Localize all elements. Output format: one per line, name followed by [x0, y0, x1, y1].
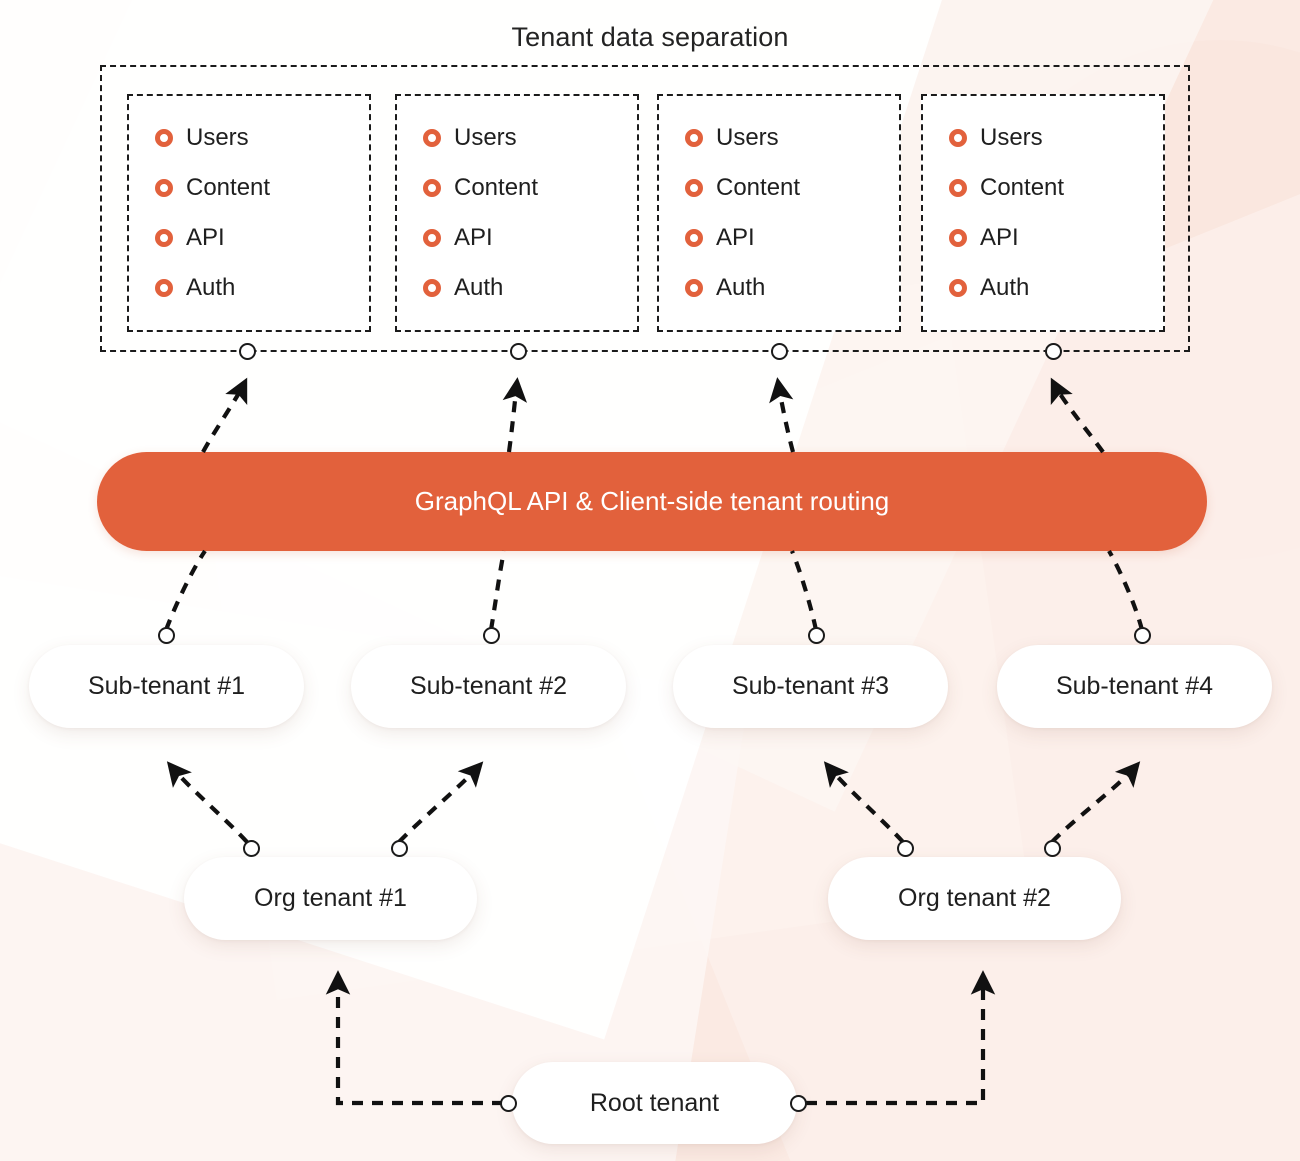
tenant-item-label: API — [980, 224, 1019, 251]
tenant-item-auth: Auth — [155, 274, 235, 302]
routing-bar-label: GraphQL API & Client-side tenant routing — [414, 486, 890, 516]
tenant-item-content: Content — [423, 174, 538, 202]
connector-dot-sub-tenant-4[interactable] — [1134, 627, 1151, 644]
tenant-item-label: Content — [716, 174, 801, 201]
connector-dot-sub-tenant-3[interactable] — [808, 627, 825, 644]
tenant-item-api: API — [155, 224, 225, 252]
connector-dot-tenant-1[interactable] — [239, 343, 256, 360]
tenant-item-api: API — [685, 224, 755, 252]
donut-bullet-icon — [423, 129, 441, 147]
donut-bullet-icon — [685, 229, 703, 247]
tenant-item-auth: Auth — [685, 274, 765, 302]
node-label: Root tenant — [589, 1088, 720, 1117]
donut-bullet-icon — [423, 229, 441, 247]
node-label: Sub-tenant #2 — [409, 672, 568, 700]
tenant-box-1[interactable]: Users Content API Auth — [127, 94, 371, 332]
node-label: Org tenant #1 — [254, 884, 407, 912]
donut-bullet-icon — [155, 129, 173, 147]
connector-dot-sub-tenant-2[interactable] — [483, 627, 500, 644]
node-sub-tenant-3[interactable]: Sub-tenant #3 — [673, 645, 948, 728]
donut-bullet-icon — [423, 179, 441, 197]
tenant-item-label: Auth — [454, 274, 504, 301]
connector-dot-tenant-4[interactable] — [1045, 343, 1062, 360]
node-sub-tenant-1[interactable]: Sub-tenant #1 — [29, 645, 304, 728]
tenant-separation-container — [100, 65, 1190, 352]
tenant-item-users: Users — [423, 124, 517, 152]
page-title: Tenant data separation — [511, 22, 789, 52]
connector-dot-tenant-2[interactable] — [510, 343, 527, 360]
donut-bullet-icon — [155, 229, 173, 247]
connector-dot-org-tenant-1-left[interactable] — [243, 840, 260, 857]
connector-dot-root-tenant-right[interactable] — [790, 1095, 807, 1112]
node-root-tenant[interactable]: Root tenant — [512, 1062, 797, 1144]
tenant-item-label: Users — [186, 124, 249, 151]
node-label: Sub-tenant #4 — [1055, 672, 1214, 700]
tenant-item-api: API — [949, 224, 1019, 252]
donut-bullet-icon — [949, 279, 967, 297]
donut-bullet-icon — [949, 179, 967, 197]
node-label: Sub-tenant #1 — [87, 672, 246, 700]
tenant-item-content: Content — [685, 174, 800, 202]
tenant-item-label: API — [716, 224, 755, 251]
tenant-item-label: Auth — [980, 274, 1030, 301]
tenant-item-label: Content — [186, 174, 271, 201]
tenant-item-content: Content — [155, 174, 270, 202]
node-label: Org tenant #2 — [898, 884, 1051, 912]
tenant-item-label: API — [186, 224, 225, 251]
donut-bullet-icon — [423, 279, 441, 297]
donut-bullet-icon — [949, 129, 967, 147]
tenant-item-label: Users — [980, 124, 1043, 151]
tenant-item-label: Content — [980, 174, 1065, 201]
connector-dot-root-tenant-left[interactable] — [500, 1095, 517, 1112]
donut-bullet-icon — [155, 279, 173, 297]
tenant-box-2[interactable]: Users Content API Auth — [395, 94, 639, 332]
tenant-item-users: Users — [155, 124, 249, 152]
routing-bar[interactable]: GraphQL API & Client-side tenant routing — [97, 452, 1207, 551]
tenant-item-users: Users — [685, 124, 779, 152]
tenant-item-label: API — [454, 224, 493, 251]
tenant-item-api: API — [423, 224, 493, 252]
donut-bullet-icon — [685, 279, 703, 297]
tenant-item-label: Auth — [716, 274, 766, 301]
donut-bullet-icon — [155, 179, 173, 197]
tenant-box-3[interactable]: Users Content API Auth — [657, 94, 901, 332]
tenant-item-users: Users — [949, 124, 1043, 152]
node-sub-tenant-4[interactable]: Sub-tenant #4 — [997, 645, 1272, 728]
tenant-item-auth: Auth — [423, 274, 503, 302]
tenant-item-label: Users — [716, 124, 779, 151]
connector-dot-org-tenant-2-right[interactable] — [1044, 840, 1061, 857]
donut-bullet-icon — [685, 179, 703, 197]
donut-bullet-icon — [685, 129, 703, 147]
connector-dot-sub-tenant-1[interactable] — [158, 627, 175, 644]
tenant-item-label: Auth — [186, 274, 236, 301]
node-org-tenant-1[interactable]: Org tenant #1 — [184, 857, 477, 940]
tenant-item-content: Content — [949, 174, 1064, 202]
node-sub-tenant-2[interactable]: Sub-tenant #2 — [351, 645, 626, 728]
connector-dot-org-tenant-1-right[interactable] — [391, 840, 408, 857]
tenant-box-4[interactable]: Users Content API Auth — [921, 94, 1165, 332]
node-label: Sub-tenant #3 — [731, 672, 890, 700]
connector-dot-org-tenant-2-left[interactable] — [897, 840, 914, 857]
tenant-item-auth: Auth — [949, 274, 1029, 302]
tenant-item-label: Content — [454, 174, 539, 201]
donut-bullet-icon — [949, 229, 967, 247]
node-org-tenant-2[interactable]: Org tenant #2 — [828, 857, 1121, 940]
connector-dot-tenant-3[interactable] — [771, 343, 788, 360]
tenant-item-label: Users — [454, 124, 517, 151]
